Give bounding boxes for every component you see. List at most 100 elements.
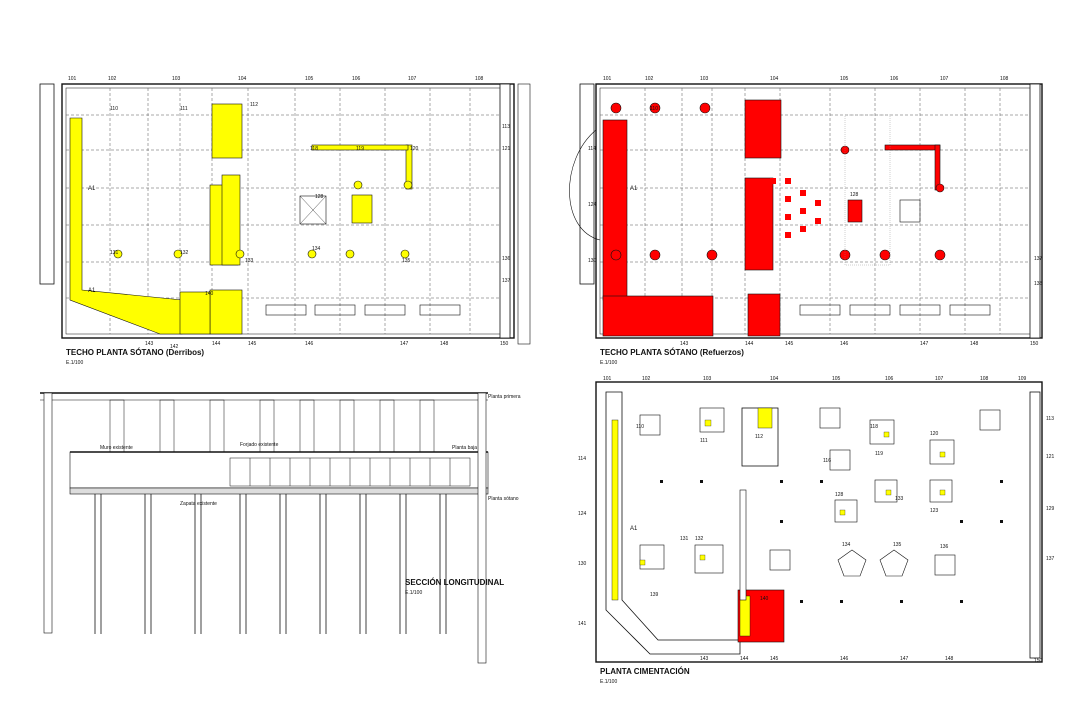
grid-axis-number: 144 <box>212 341 221 347</box>
element-number: 124 <box>588 202 597 208</box>
element-number: 142 <box>170 344 179 350</box>
panel-scale-cimentacion: E.1/100 <box>600 679 617 685</box>
element-number: 136 <box>502 256 511 262</box>
grid-axis-number: 105 <box>832 376 841 382</box>
grid-axis-number: 101 <box>68 76 77 82</box>
element-number: 140 <box>760 596 769 602</box>
axis-letter: A1 <box>88 186 96 192</box>
element-number: 121 <box>1046 454 1055 460</box>
element-number: 110 <box>636 424 644 430</box>
grid-axis-number: 146 <box>305 341 314 347</box>
element-number: 147 <box>900 656 909 662</box>
panel-title-seccion: SECCIÓN LONGITUDINAL <box>405 578 504 587</box>
element-number: 112 <box>250 102 258 108</box>
panel-title-derribos: TECHO PLANTA SÓTANO (Derribos) <box>66 348 204 357</box>
section-note: Muro existente <box>100 445 133 451</box>
element-number: 114 <box>588 146 596 152</box>
element-number: 137 <box>502 278 511 284</box>
grid-axis-number: 143 <box>680 341 689 347</box>
element-number: 148 <box>945 656 954 662</box>
element-number: 110 <box>110 106 118 112</box>
grid-axis-number: 150 <box>500 341 509 347</box>
section-note: Forjado existente <box>240 442 279 448</box>
element-number: 135 <box>402 258 411 264</box>
element-number: 130 <box>588 258 597 264</box>
grid-axis-number: 109 <box>1018 376 1027 382</box>
grid-axis-number: 107 <box>408 76 417 82</box>
grid-axis-number: 145 <box>248 341 257 347</box>
element-number: 111 <box>180 106 188 112</box>
grid-axis-number: 103 <box>703 376 712 382</box>
grid-axis-number: 143 <box>145 341 154 347</box>
element-number: 134 <box>312 246 321 252</box>
panel-scale-refuerzos: E.1/100 <box>600 360 617 366</box>
grid-axis-number: 108 <box>1000 76 1009 82</box>
element-number: 128 <box>835 492 844 498</box>
section-note: Planta sótano <box>488 496 519 502</box>
element-number: 132 <box>695 536 704 542</box>
element-number: 123 <box>930 508 939 514</box>
grid-axis-number: 147 <box>920 341 929 347</box>
element-number: 113 <box>1046 416 1054 422</box>
element-number: 132 <box>180 250 189 256</box>
element-number: 121 <box>502 146 511 152</box>
grid-axis-number: 103 <box>700 76 709 82</box>
element-number: 112 <box>755 434 763 440</box>
element-number: 141 <box>578 621 587 627</box>
element-number: 137 <box>1034 256 1043 262</box>
axis-letter: A1 <box>88 288 96 294</box>
grid-axis-number: 148 <box>970 341 979 347</box>
grid-axis-number: 105 <box>840 76 849 82</box>
grid-axis-number: 101 <box>603 376 612 382</box>
grid-axis-number: 102 <box>108 76 117 82</box>
panel-scale-derribos: E.1/100 <box>66 360 83 366</box>
element-number: 133 <box>895 496 904 502</box>
element-number: 116 <box>823 458 831 464</box>
element-number: 128 <box>850 192 859 198</box>
element-number: 114 <box>578 456 586 462</box>
grid-axis-number: 106 <box>890 76 899 82</box>
grid-axis-number: 102 <box>645 76 654 82</box>
panel-top-right <box>569 83 1043 339</box>
element-number: 111 <box>700 438 708 444</box>
element-number: 118 <box>870 424 878 430</box>
axis-letter: A1 <box>630 526 638 532</box>
element-number: 120 <box>930 431 939 437</box>
grid-axis-number: 108 <box>475 76 484 82</box>
panel-bottom-right <box>595 381 1043 663</box>
panel-title-refuerzos: TECHO PLANTA SÓTANO (Refuerzos) <box>600 348 744 357</box>
grid-axis-number: 104 <box>770 76 779 82</box>
grid-axis-number: 107 <box>940 76 949 82</box>
panel-top-left <box>39 83 531 345</box>
axis-number-labels: 101 102 103 104 105 106 107 108 143 144 145 146 147 1… <box>68 76 1055 664</box>
element-number: 138 <box>1034 281 1043 287</box>
element-number: 137 <box>1046 556 1055 562</box>
element-number: 129 <box>1046 506 1055 512</box>
element-number: 118 <box>310 146 318 152</box>
element-number: 140 <box>205 291 214 297</box>
element-number: 128 <box>315 194 324 200</box>
panel-scale-seccion: E.1/100 <box>405 590 422 596</box>
element-number: 110 <box>650 106 658 112</box>
element-number: 133 <box>245 258 254 264</box>
section-note: Planta baja <box>452 445 477 451</box>
element-number: 131 <box>110 250 119 256</box>
panel-title-cimentacion: PLANTA CIMENTACIÓN <box>600 667 690 676</box>
element-number: 130 <box>578 561 587 567</box>
grid-axis-number: 147 <box>400 341 409 347</box>
grid-axis-number: 144 <box>745 341 754 347</box>
grid-axis-number: 108 <box>980 376 989 382</box>
grid-axis-number: 101 <box>603 76 612 82</box>
grid-axis-number: 103 <box>172 76 181 82</box>
element-number: 139 <box>650 592 659 598</box>
element-number: 113 <box>502 124 510 130</box>
axis-letter: A1 <box>630 186 638 192</box>
grid-axis-number: 105 <box>305 76 314 82</box>
grid-axis-number: 107 <box>935 376 944 382</box>
element-number: 131 <box>680 536 689 542</box>
grid-axis-number: 106 <box>885 376 894 382</box>
grid-axis-number: 150 <box>1030 341 1039 347</box>
element-number: 134 <box>842 542 851 548</box>
